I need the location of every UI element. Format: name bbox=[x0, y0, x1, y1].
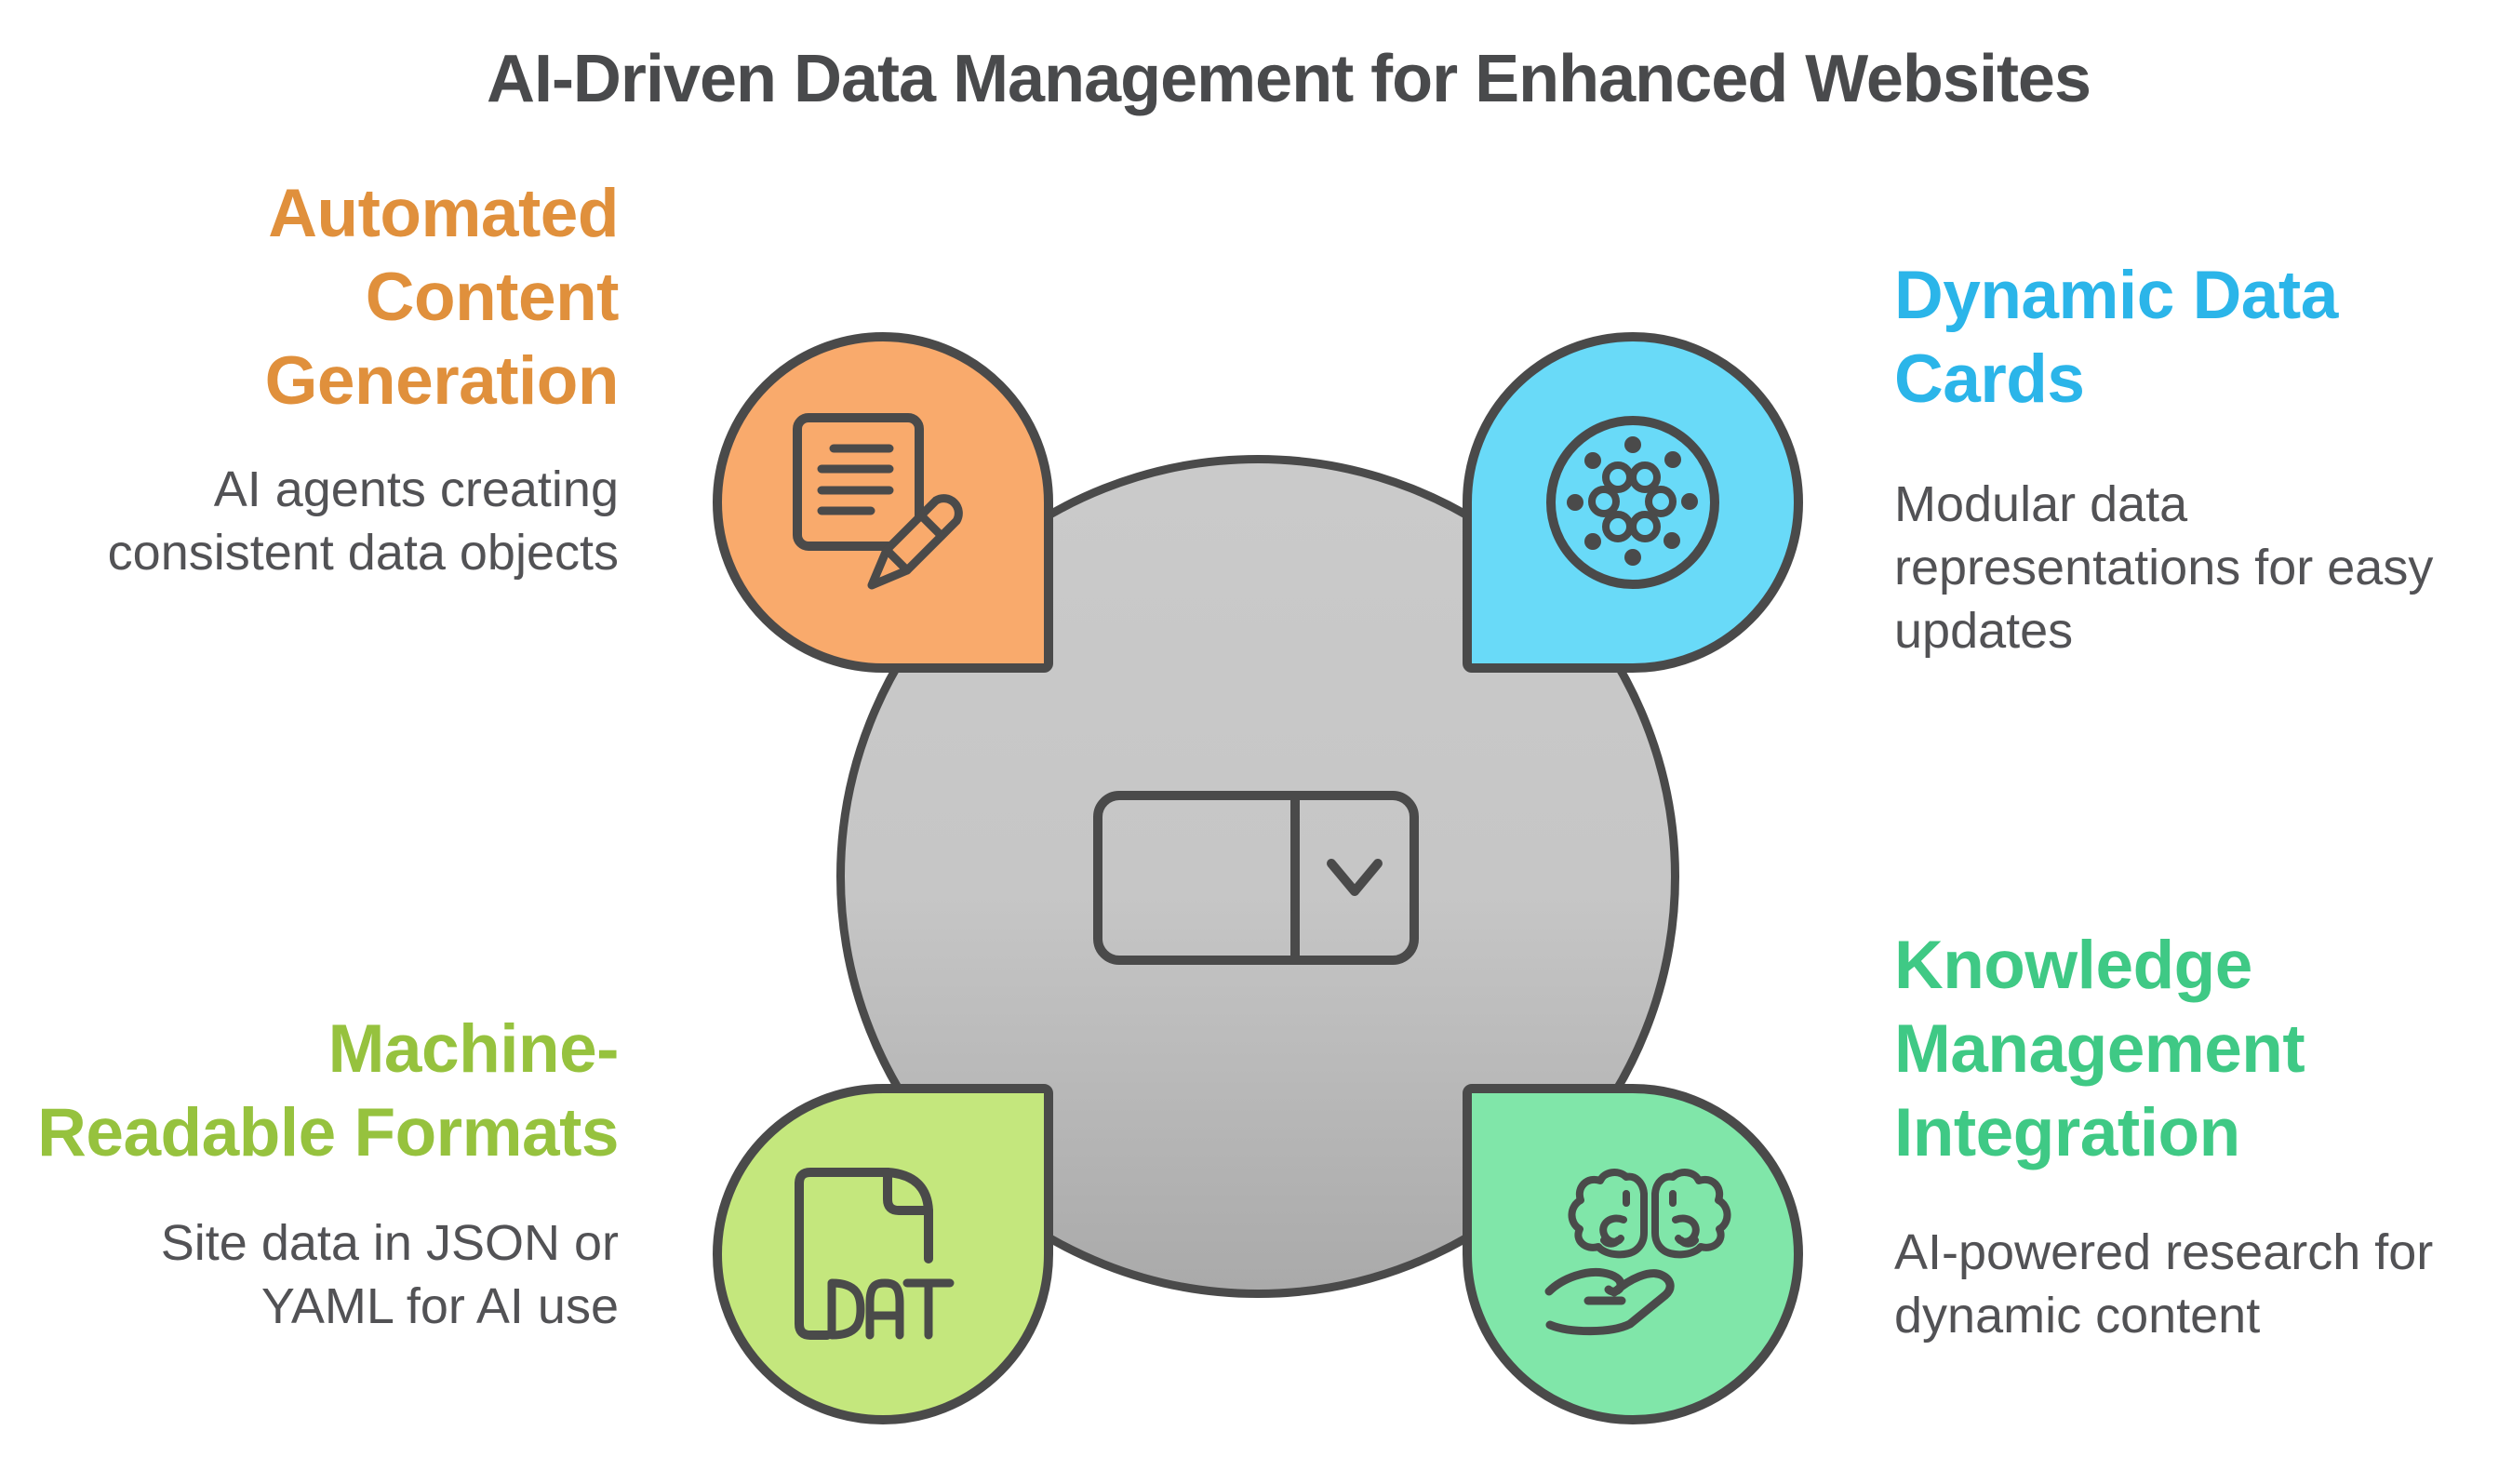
dropdown-arrow-area bbox=[1300, 800, 1410, 956]
dropdown-value-area bbox=[1102, 800, 1290, 956]
chevron-down-icon bbox=[1327, 858, 1383, 896]
page-title: AI-Driven Data Management for Enhanced W… bbox=[486, 42, 2091, 116]
document-pencil-icon bbox=[793, 413, 963, 590]
body-knowledge-management-integration: AI-powered research for dynamic content bbox=[1894, 1224, 2434, 1344]
body-dynamic-data-cards: Modular data representations for easy up… bbox=[1894, 476, 2434, 659]
dat-label bbox=[827, 1278, 955, 1340]
shape-automated-content-generation bbox=[713, 332, 1053, 673]
body-machine-readable-formats: Site data in JSON or YAML for AI use bbox=[160, 1215, 619, 1334]
dropdown-divider bbox=[1290, 800, 1300, 956]
shape-dynamic-data-cards bbox=[1463, 332, 1803, 673]
heading-dynamic-data-cards: Dynamic Data Cards bbox=[1894, 258, 2338, 417]
heading-machine-readable-formats: Machine- Readable Formats bbox=[37, 1011, 619, 1170]
shape-machine-readable-formats bbox=[713, 1084, 1053, 1424]
shape-knowledge-management-integration bbox=[1463, 1084, 1803, 1424]
dropdown-illustration bbox=[1093, 791, 1419, 965]
heading-automated-content-generation: Automated Content Generation bbox=[264, 176, 620, 419]
dat-file-icon bbox=[795, 1168, 955, 1340]
data-dots-icon bbox=[1546, 416, 1719, 589]
body-automated-content-generation: AI agents creating consistent data objec… bbox=[107, 461, 619, 581]
brain-hand-icon bbox=[1544, 1169, 1731, 1336]
heading-knowledge-management-integration: Knowledge Management Integration bbox=[1894, 928, 2305, 1170]
